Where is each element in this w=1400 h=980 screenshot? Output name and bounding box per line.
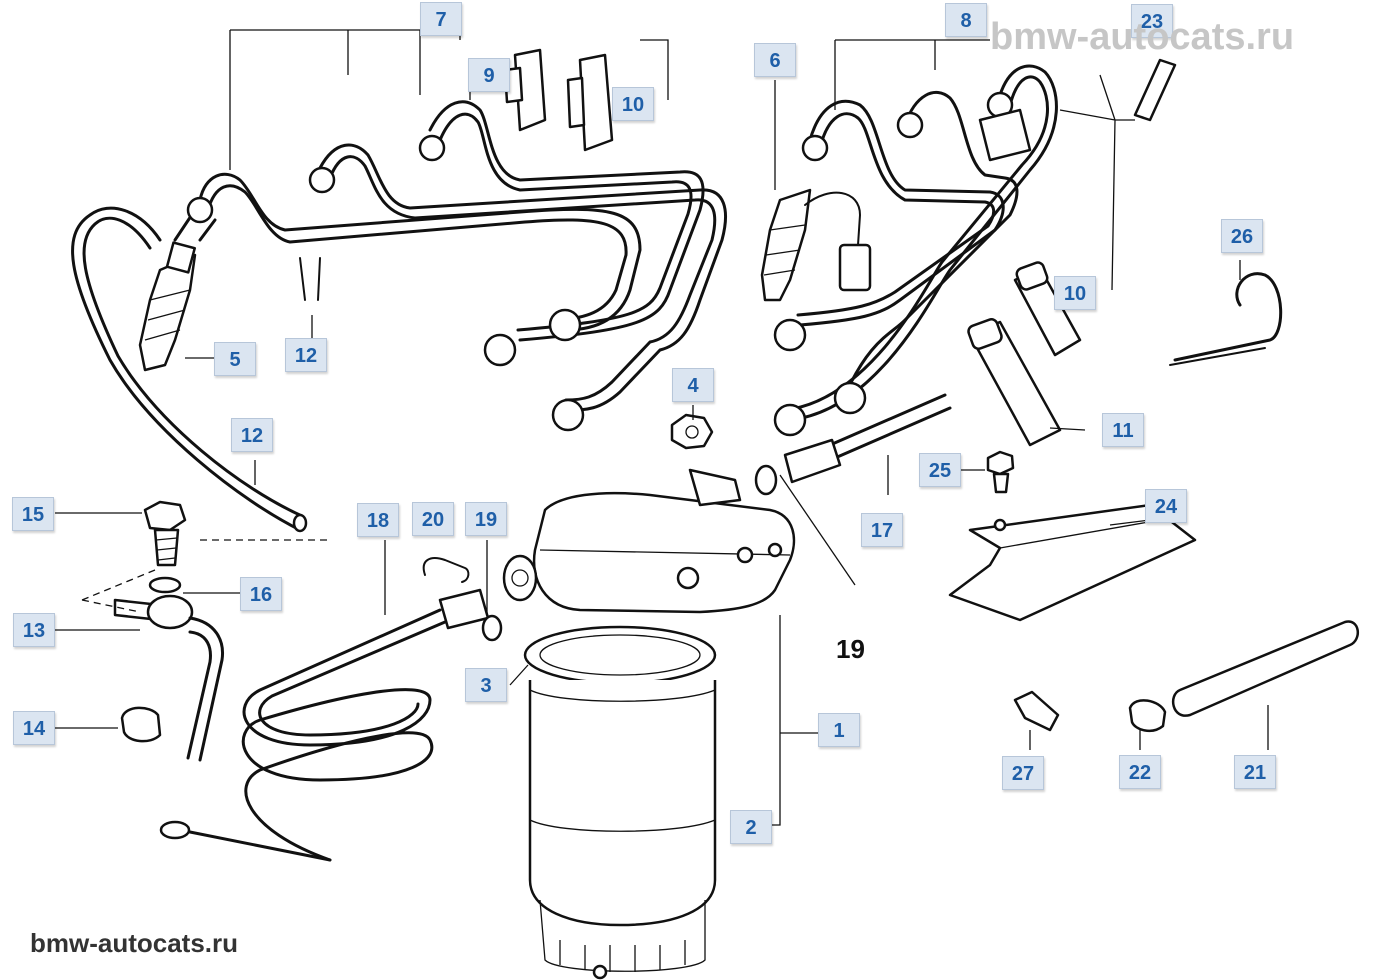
callout-part-25: 25 [919, 453, 961, 487]
spring-clip-26 [1173, 272, 1283, 362]
callout-part-18: 18 [357, 503, 399, 537]
hose-21 [1171, 620, 1359, 717]
fuel-line-17 [754, 393, 952, 496]
callout-part-5: 5 [214, 342, 256, 376]
washer-16 [148, 576, 182, 594]
callout-part-13: 13 [13, 613, 55, 647]
label-part-19-plain: 19 [836, 634, 865, 664]
injector-6 [760, 188, 872, 302]
watermark-top: bmw-autocats.ru [990, 16, 1295, 58]
sleeve-23 [1133, 58, 1177, 122]
callout-part-10-left: 10 [612, 87, 654, 121]
callout-part-17: 17 [861, 513, 903, 547]
clip-11 [967, 318, 1062, 447]
return-hose-12 [71, 206, 321, 533]
bolt-25 [986, 450, 1015, 494]
callout-part-23: 23 [1131, 4, 1173, 38]
injector-5 [138, 241, 197, 372]
callout-part-24: 24 [1145, 489, 1187, 523]
callout-part-8: 8 [945, 3, 987, 37]
callout-part-1: 1 [818, 713, 860, 747]
callout-part-7: 7 [420, 2, 462, 36]
nut-4 [670, 413, 714, 450]
callout-part-14: 14 [13, 711, 55, 745]
callout-part-19: 19 [465, 502, 507, 536]
clip-10-left [566, 53, 614, 152]
clip-9 [503, 48, 547, 132]
callout-part-4: 4 [672, 368, 714, 402]
fuel-filter-assembly [502, 468, 796, 614]
clamp-14 [120, 706, 162, 743]
injection-lines-right [773, 64, 1058, 437]
callout-part-20: 20 [412, 502, 454, 536]
callout-part-6: 6 [754, 43, 796, 77]
callout-part-10-right: 10 [1054, 276, 1096, 310]
callout-part-27: 27 [1002, 756, 1044, 790]
callout-part-16: 16 [240, 577, 282, 611]
clamp-22 [1128, 699, 1167, 733]
callout-part-12-upper: 12 [285, 338, 327, 372]
banjo-13 [113, 594, 225, 762]
callout-part-2: 2 [730, 810, 772, 844]
watermark-bottom: bmw-autocats.ru [30, 928, 239, 958]
callout-part-21: 21 [1234, 755, 1276, 789]
bolt-15 [143, 500, 187, 567]
callout-part-26: 26 [1221, 219, 1263, 253]
callout-part-3: 3 [465, 668, 507, 702]
coiled-hose-18 [159, 588, 490, 862]
filter-cartridge-2 [523, 625, 717, 980]
injection-lines-left [173, 100, 727, 432]
callout-part-22: 22 [1119, 755, 1161, 789]
callout-part-12-lower: 12 [231, 418, 273, 452]
callout-part-9: 9 [468, 58, 510, 92]
ring-19 [481, 614, 503, 642]
clip-20 [422, 557, 470, 583]
callout-part-11: 11 [1102, 413, 1144, 447]
clip-27 [1013, 690, 1060, 732]
callout-part-15: 15 [12, 497, 54, 531]
clip-10-right [1013, 261, 1082, 357]
